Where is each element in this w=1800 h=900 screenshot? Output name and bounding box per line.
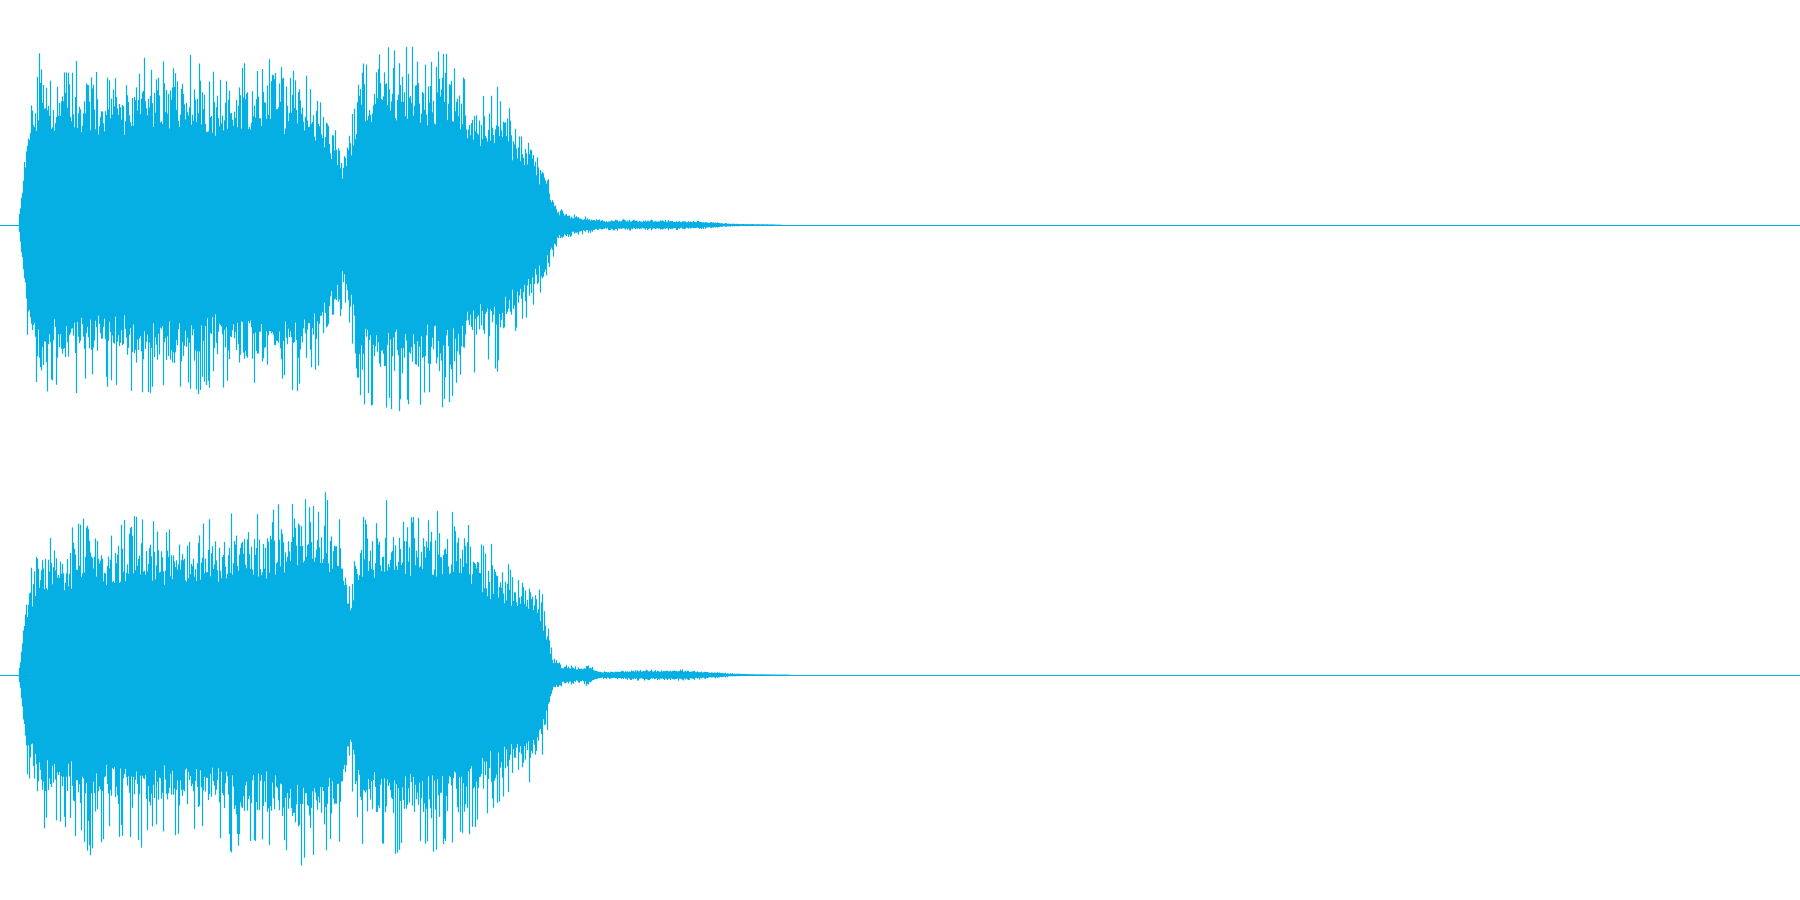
waveform-left-svg <box>0 46 1800 412</box>
waveform-channel-right <box>0 450 1800 900</box>
waveform-core-right <box>18 587 792 763</box>
waveform-channel-left <box>0 46 1800 412</box>
waveform-core-left <box>18 138 783 312</box>
waveform-right-svg <box>0 492 1800 866</box>
